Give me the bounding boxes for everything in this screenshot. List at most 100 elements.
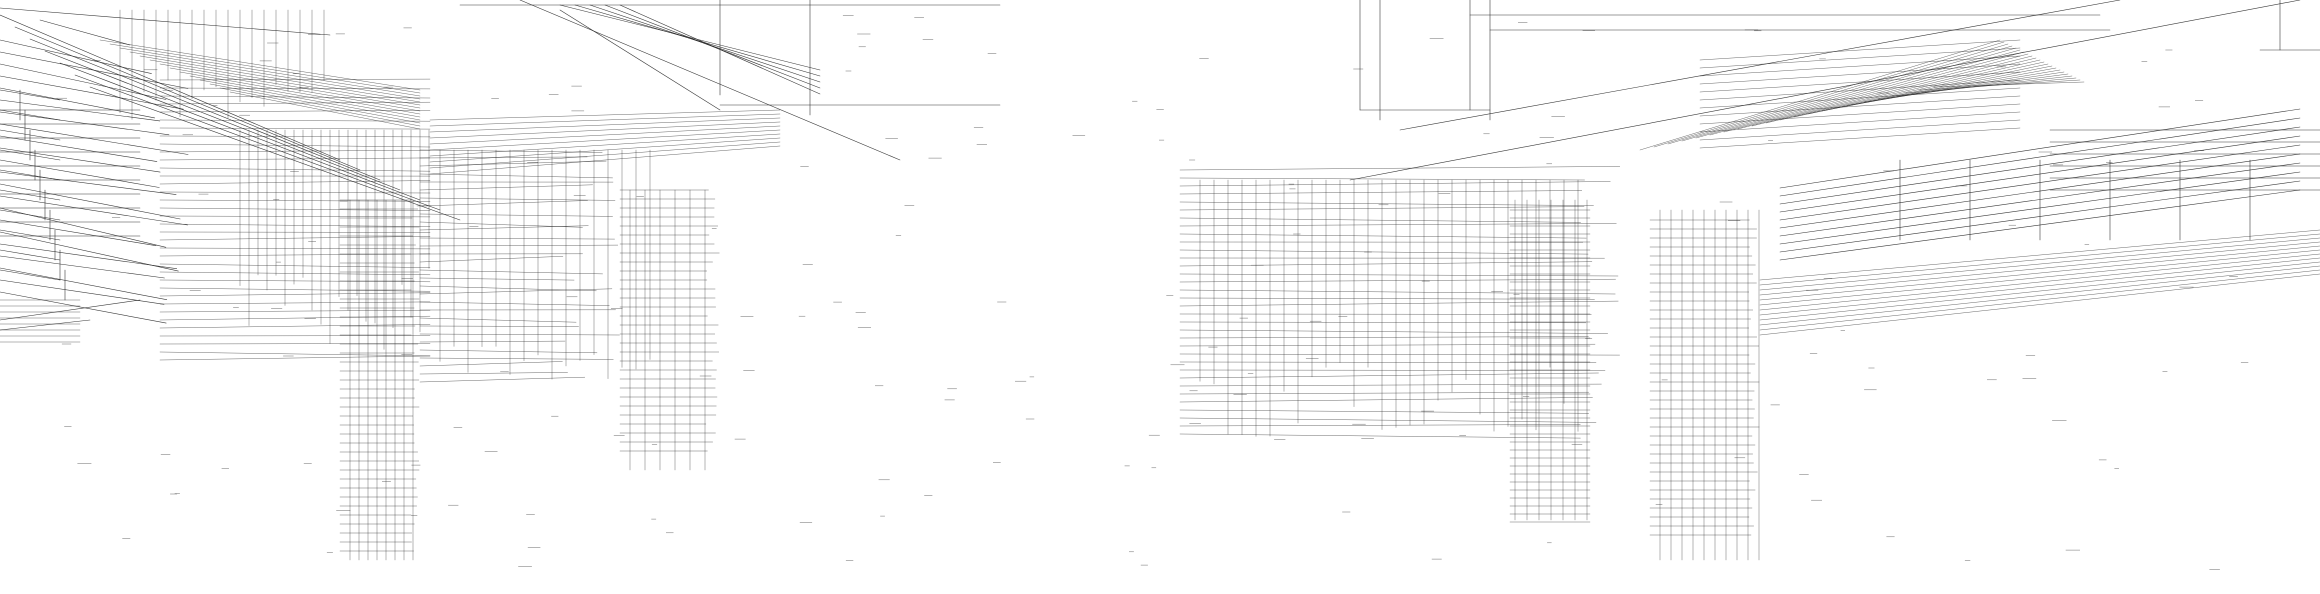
edge-line [1759, 269, 2320, 331]
edge-line [0, 149, 61, 161]
edge-line [1179, 417, 1597, 423]
edge-line [1179, 190, 1583, 195]
edge-line [0, 249, 61, 261]
edge-line [1759, 241, 2320, 296]
edge-line [1779, 117, 2301, 197]
edge-line [0, 219, 157, 246]
edge-line [419, 372, 568, 375]
edge-line [159, 127, 431, 130]
edge-line [0, 291, 167, 324]
edge-line [419, 244, 619, 247]
edge-line [1699, 95, 2021, 117]
edge-line [159, 343, 431, 345]
edge-line [159, 78, 431, 81]
edge-line [159, 253, 431, 257]
edge-line [1933, 81, 2085, 88]
edge-line [229, 91, 421, 130]
edge-line [1667, 43, 2009, 145]
edge-line [159, 143, 431, 148]
edge-line [159, 191, 431, 194]
edge-line [419, 361, 563, 367]
edge-line [1863, 71, 2065, 103]
edge-line [1179, 249, 1589, 255]
edge-line [159, 292, 431, 297]
edge-line [199, 79, 421, 121]
edge-line [0, 229, 61, 241]
edge-line [0, 109, 61, 121]
edge-line [159, 215, 431, 218]
edge-line [1179, 397, 1593, 403]
edge-line [1179, 278, 1616, 283]
edge-line [0, 89, 61, 101]
edge-line [1349, 0, 2301, 181]
edge-line [159, 263, 431, 268]
edge-line [1681, 45, 2013, 142]
edge-line [419, 317, 577, 323]
edge-line [1179, 329, 1608, 334]
edge-line [419, 200, 588, 207]
edge-line [1179, 383, 1602, 387]
edge-line [0, 255, 165, 279]
edge-line [419, 156, 588, 159]
edge-line [0, 159, 160, 188]
edge-line [219, 87, 421, 127]
edge-line [159, 355, 431, 361]
edge-line [429, 109, 781, 121]
edge-line [429, 117, 781, 133]
edge-line [159, 315, 431, 321]
edge-line [1699, 127, 2021, 149]
edge-line [429, 133, 781, 157]
edge-line [419, 288, 613, 295]
edge-line [0, 135, 158, 162]
edge-line [1779, 59, 2041, 121]
edge-line [159, 236, 431, 241]
edge-line [429, 125, 781, 145]
edge-group [0, 0, 2320, 570]
edge-line [169, 67, 421, 112]
edge-line [0, 14, 341, 161]
edge-line [1699, 47, 2021, 69]
edge-line [39, 19, 131, 46]
edge-line [1849, 69, 2061, 106]
edge-line [159, 87, 431, 90]
edge-line [74, 74, 441, 211]
edge-line [419, 349, 598, 354]
edge-line [109, 43, 421, 94]
edge-line [429, 145, 781, 175]
edge-line [1179, 424, 1581, 427]
edge-line [0, 7, 331, 36]
edge-line [1639, 39, 2001, 151]
edge-line [159, 101, 431, 105]
edge-line [0, 169, 61, 181]
edge-line [1759, 249, 2320, 306]
edge-line [429, 137, 781, 163]
edge-line [1709, 49, 2021, 136]
edge-line [1699, 87, 2021, 109]
edge-line [159, 247, 431, 250]
edge-line [159, 157, 431, 161]
edge-line [1653, 41, 2005, 148]
edge-line [419, 376, 586, 383]
edge-line [1759, 245, 2320, 301]
edge-line [1399, 0, 2121, 131]
edge-line [1179, 391, 1589, 395]
edge-line [419, 213, 613, 217]
edge-line [1179, 433, 1581, 439]
edge-line [419, 340, 566, 343]
edge-line [99, 39, 421, 91]
edge-line [1759, 261, 2320, 321]
edge-line [1723, 51, 2025, 133]
edge-line [0, 299, 141, 321]
edge-line [419, 160, 607, 167]
edge-line [419, 333, 620, 336]
edge-line [429, 121, 781, 139]
edge-line [1179, 166, 1621, 171]
edge-line [429, 129, 781, 151]
edge-line [159, 324, 431, 329]
edge-line [0, 123, 189, 155]
edge-line [1759, 229, 2320, 281]
edge-line [1179, 409, 1589, 414]
edge-line [419, 256, 564, 263]
edge-line [209, 83, 421, 124]
